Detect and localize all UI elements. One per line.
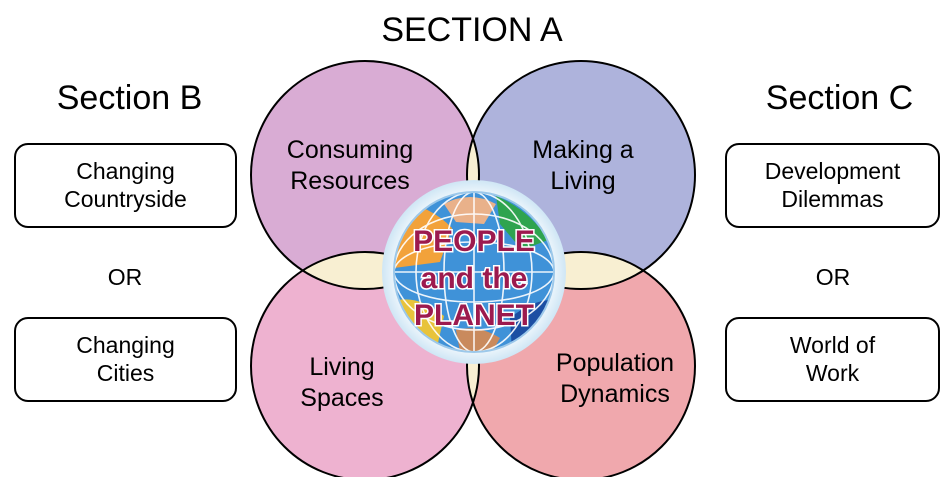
section-a-title: SECTION A — [381, 11, 563, 49]
label-living-spaces: Living Spaces — [282, 352, 402, 413]
option-line: Countryside — [64, 185, 187, 212]
section-c-or-label: OR — [815, 264, 851, 290]
label-line: Living — [550, 166, 616, 195]
label-line: Spaces — [300, 383, 384, 412]
option-changing-countryside: Changing Countryside — [14, 143, 237, 228]
label-line: Resources — [290, 166, 410, 195]
option-line: Changing — [76, 331, 175, 358]
logo-text-line3: PLANET — [414, 299, 534, 332]
option-line: Dilemmas — [781, 185, 884, 212]
option-world-of-work: World of Work — [725, 317, 940, 402]
label-line: Dynamics — [560, 379, 670, 408]
label-line: Making a — [532, 136, 634, 164]
section-b-title: Section B — [56, 79, 203, 117]
label-line: Population — [555, 349, 675, 377]
label-line: Consuming — [286, 136, 414, 164]
label-consuming-resources: Consuming Resources — [270, 135, 430, 196]
logo-text-line1: PEOPLE — [413, 225, 535, 258]
people-planet-logo: PEOPLE and the PLANET — [382, 180, 566, 364]
option-line: Development — [764, 157, 901, 184]
option-line: Changing — [76, 157, 175, 184]
section-b-or-label: OR — [107, 264, 143, 290]
option-line: Cities — [96, 359, 155, 386]
option-line: World of — [789, 331, 876, 358]
label-line: Living — [309, 353, 375, 381]
option-development-dilemmas: Development Dilemmas — [725, 143, 940, 228]
logo-text-line2: and the — [421, 262, 528, 295]
option-line: Work — [805, 359, 860, 386]
label-population-dynamics: Population Dynamics — [540, 348, 690, 409]
circle-outlines — [250, 60, 696, 477]
section-c-title: Section C — [765, 79, 914, 117]
label-making-a-living: Making a Living — [518, 135, 648, 196]
option-changing-cities: Changing Cities — [14, 317, 237, 402]
